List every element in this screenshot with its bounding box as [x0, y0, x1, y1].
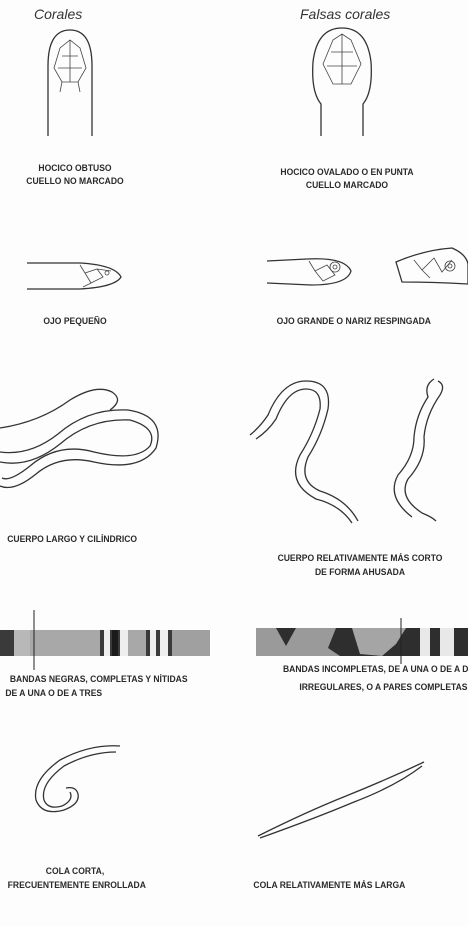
false-coral-upturned-nose-drawing [394, 246, 468, 288]
label-large-eye-upturned-nose: OJO GRANDE O NARIZ RESPINGADA [277, 316, 431, 327]
label-tail-short: COLA CORTA, [8, 866, 143, 877]
label-body-long: CUERPO LARGO Y CILÍNDRICO [7, 534, 137, 545]
label-body-shorter: CUERPO RELATIVAMENTE MÁS CORTO [270, 553, 450, 564]
coral-head-side-drawing [25, 255, 125, 295]
false-coral-tail-drawing [256, 760, 426, 840]
label-neck-marked: CUELLO MARCADO [262, 180, 433, 191]
false-coral-bands-drawing [256, 618, 468, 664]
label-bands-one-or-three: DE A UNA O DE A TRES [5, 688, 102, 699]
label-small-eye: OJO PEQUEÑO [8, 316, 143, 327]
label-bands-irregular: IRREGULARES, O A PARES COMPLETAS [299, 682, 467, 693]
label-neck-unmarked: CUELLO NO MARCADO [8, 176, 143, 187]
label-snout-blunt: HOCICO OBTUSO [8, 163, 143, 174]
coral-head-top-drawing [40, 26, 100, 146]
coral-bands-drawing [0, 610, 210, 670]
label-body-tapered: DE FORMA AHUSADA [270, 567, 450, 578]
header-corales: Corales [34, 6, 82, 22]
label-tail-longer: COLA RELATIVAMENTE MÁS LARGA [253, 880, 405, 891]
false-coral-head-top-drawing [307, 24, 377, 144]
coral-tail-drawing [20, 740, 130, 820]
header-falsas-corales: Falsas corales [300, 6, 390, 22]
false-coral-head-side-drawing [265, 251, 355, 291]
label-tail-coiled: FRECUENTEMENTE ENROLLADA [8, 880, 146, 891]
coral-body-drawing [0, 382, 160, 492]
label-bands-complete: BANDAS NEGRAS, COMPLETAS Y NÍTIDAS [10, 674, 188, 685]
label-snout-oval: HOCICO OVALADO O EN PUNTA [262, 167, 433, 178]
label-bands-incomplete: BANDAS INCOMPLETAS, DE A UNA O DE A DOS [283, 664, 468, 675]
false-coral-body-drawing [248, 375, 458, 525]
